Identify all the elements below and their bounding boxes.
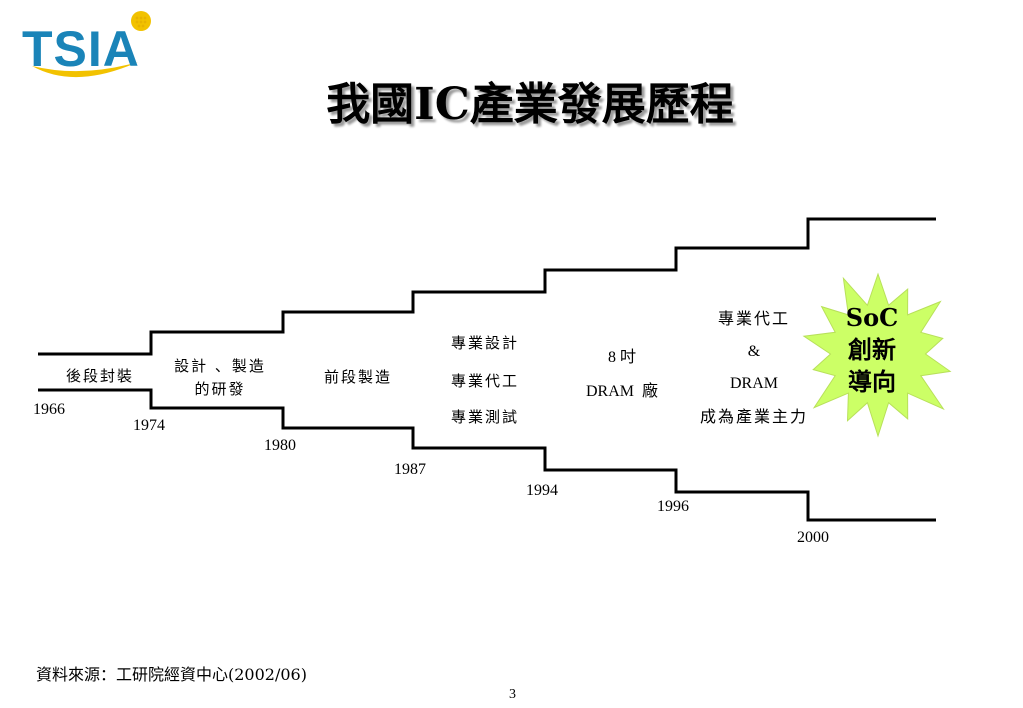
staircase-top-line <box>38 217 936 356</box>
staircase-bottom-line <box>38 388 936 522</box>
tsia-logo: TSIA <box>20 6 185 86</box>
year-label-1994: 1994 <box>526 482 558 499</box>
soc-starburst <box>802 272 952 438</box>
stage-label-design-research: 設計 、製造 的研發 <box>174 357 266 398</box>
page-number: 3 <box>509 687 516 702</box>
year-label-1966: 1966 <box>33 401 65 418</box>
stage-label-foundry-dram: 專業代工 & DRAM 成為產業主力 <box>699 311 808 426</box>
soc-highlight-text: SoC 創新 導向 <box>845 303 899 396</box>
stage-label-dram-fab: 8 吋 DRAM 廠 <box>585 349 658 400</box>
year-label-2000: 2000 <box>797 529 829 546</box>
year-label-1987: 1987 <box>394 461 426 478</box>
stage-label-backend-packaging: 後段封裝 <box>65 367 134 385</box>
stage-label-specialization: 專業設計 專業代工 專業測試 <box>450 334 519 426</box>
source-citation: 資料來源：工研院經資中心(2002/06) <box>36 665 307 684</box>
year-label-1996: 1996 <box>657 498 689 515</box>
stage-label-front-end-manufacturing: 前段製造 <box>323 368 392 386</box>
starburst-shape <box>802 272 952 438</box>
year-label-1974: 1974 <box>133 417 165 434</box>
year-label-1980: 1980 <box>264 437 296 454</box>
logo-swoosh-icon <box>32 11 151 78</box>
logo-text: TSIA <box>22 21 140 77</box>
page-title: 我國IC產業發展歷程 <box>326 79 734 130</box>
